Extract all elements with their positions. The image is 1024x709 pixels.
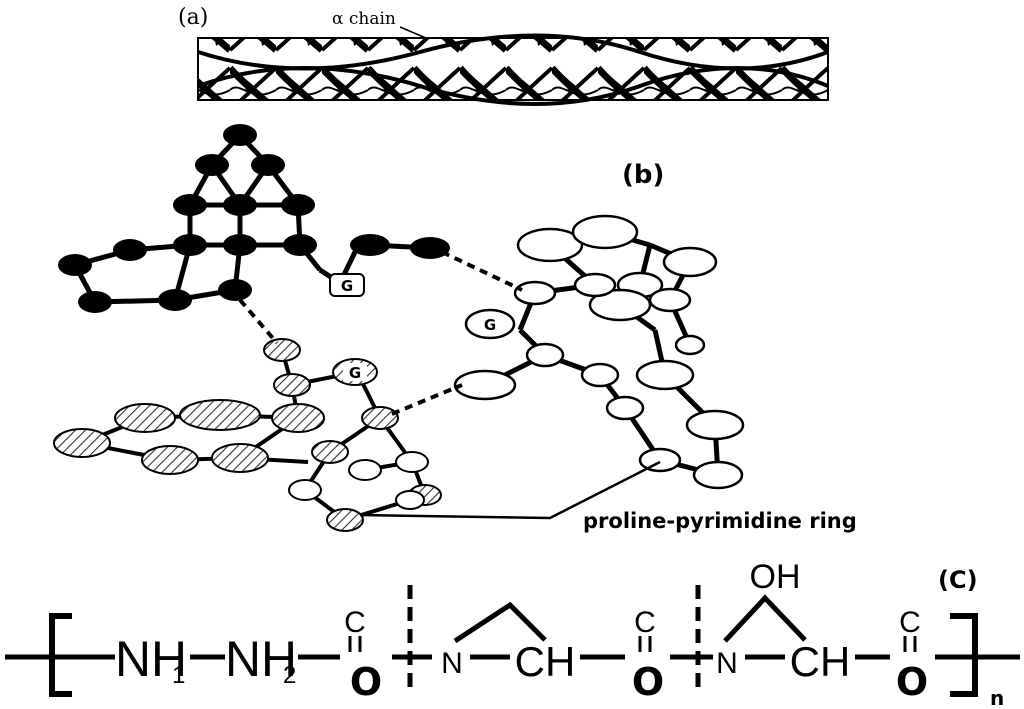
carbonyl-2-o: O <box>632 660 664 704</box>
repeat-n: n <box>990 686 1004 709</box>
panel-b-label: (b) <box>622 160 664 190</box>
nh1-subscript: 1 <box>172 662 185 689</box>
g-label-text-3: G <box>349 364 361 382</box>
ring-pointer-line <box>359 460 661 520</box>
panel-a: (a) α chain <box>178 5 829 106</box>
nh2-subscript: 2 <box>283 662 296 689</box>
g-label-text-1: G <box>341 277 353 295</box>
left-bracket <box>49 613 72 697</box>
panel-b: (b) <box>53 124 857 533</box>
panel-a-label: (a) <box>178 5 208 30</box>
hatched-molecule-atoms <box>53 338 442 532</box>
black-molecule-bonds <box>72 133 431 305</box>
hydroxyproline-ch: CH <box>790 638 851 685</box>
carbonyl-2-c: C <box>634 606 656 639</box>
right-bracket <box>950 613 978 697</box>
hydrogen-bonds <box>238 250 523 416</box>
g-label-3: G <box>332 358 378 386</box>
ring-label: proline-pyrimidine ring <box>583 509 857 533</box>
carbonyl-1-o: O <box>350 660 382 704</box>
carbonyl-1-c: C <box>344 606 366 639</box>
g-label-text-2: G <box>484 316 496 334</box>
proline-ch-1: CH <box>515 638 576 685</box>
alpha-chain-label: α chain <box>332 9 396 29</box>
white-small-atoms-left <box>288 451 429 510</box>
carbonyl-3-c: C <box>899 606 921 639</box>
panel-c: (C) NH 1 NH 2 C O N CH <box>5 558 1020 709</box>
nh2-group: NH <box>225 631 297 687</box>
hydroxyproline-ring <box>723 594 807 643</box>
nh1-group: NH <box>115 631 187 687</box>
proline-n-1: N <box>441 647 463 680</box>
carbonyl-3-o: O <box>896 660 928 704</box>
black-molecule-atoms <box>58 124 450 313</box>
helix-strand-2 <box>197 66 829 106</box>
white-molecule-atoms <box>453 214 745 490</box>
g-label-2: G <box>464 308 516 340</box>
panel-c-label: (C) <box>938 566 978 594</box>
hydroxyproline-n: N <box>716 647 738 680</box>
g-label-1: G <box>329 273 365 297</box>
proline-ring-1 <box>453 601 547 644</box>
hydroxyl-oh: OH <box>750 558 801 596</box>
